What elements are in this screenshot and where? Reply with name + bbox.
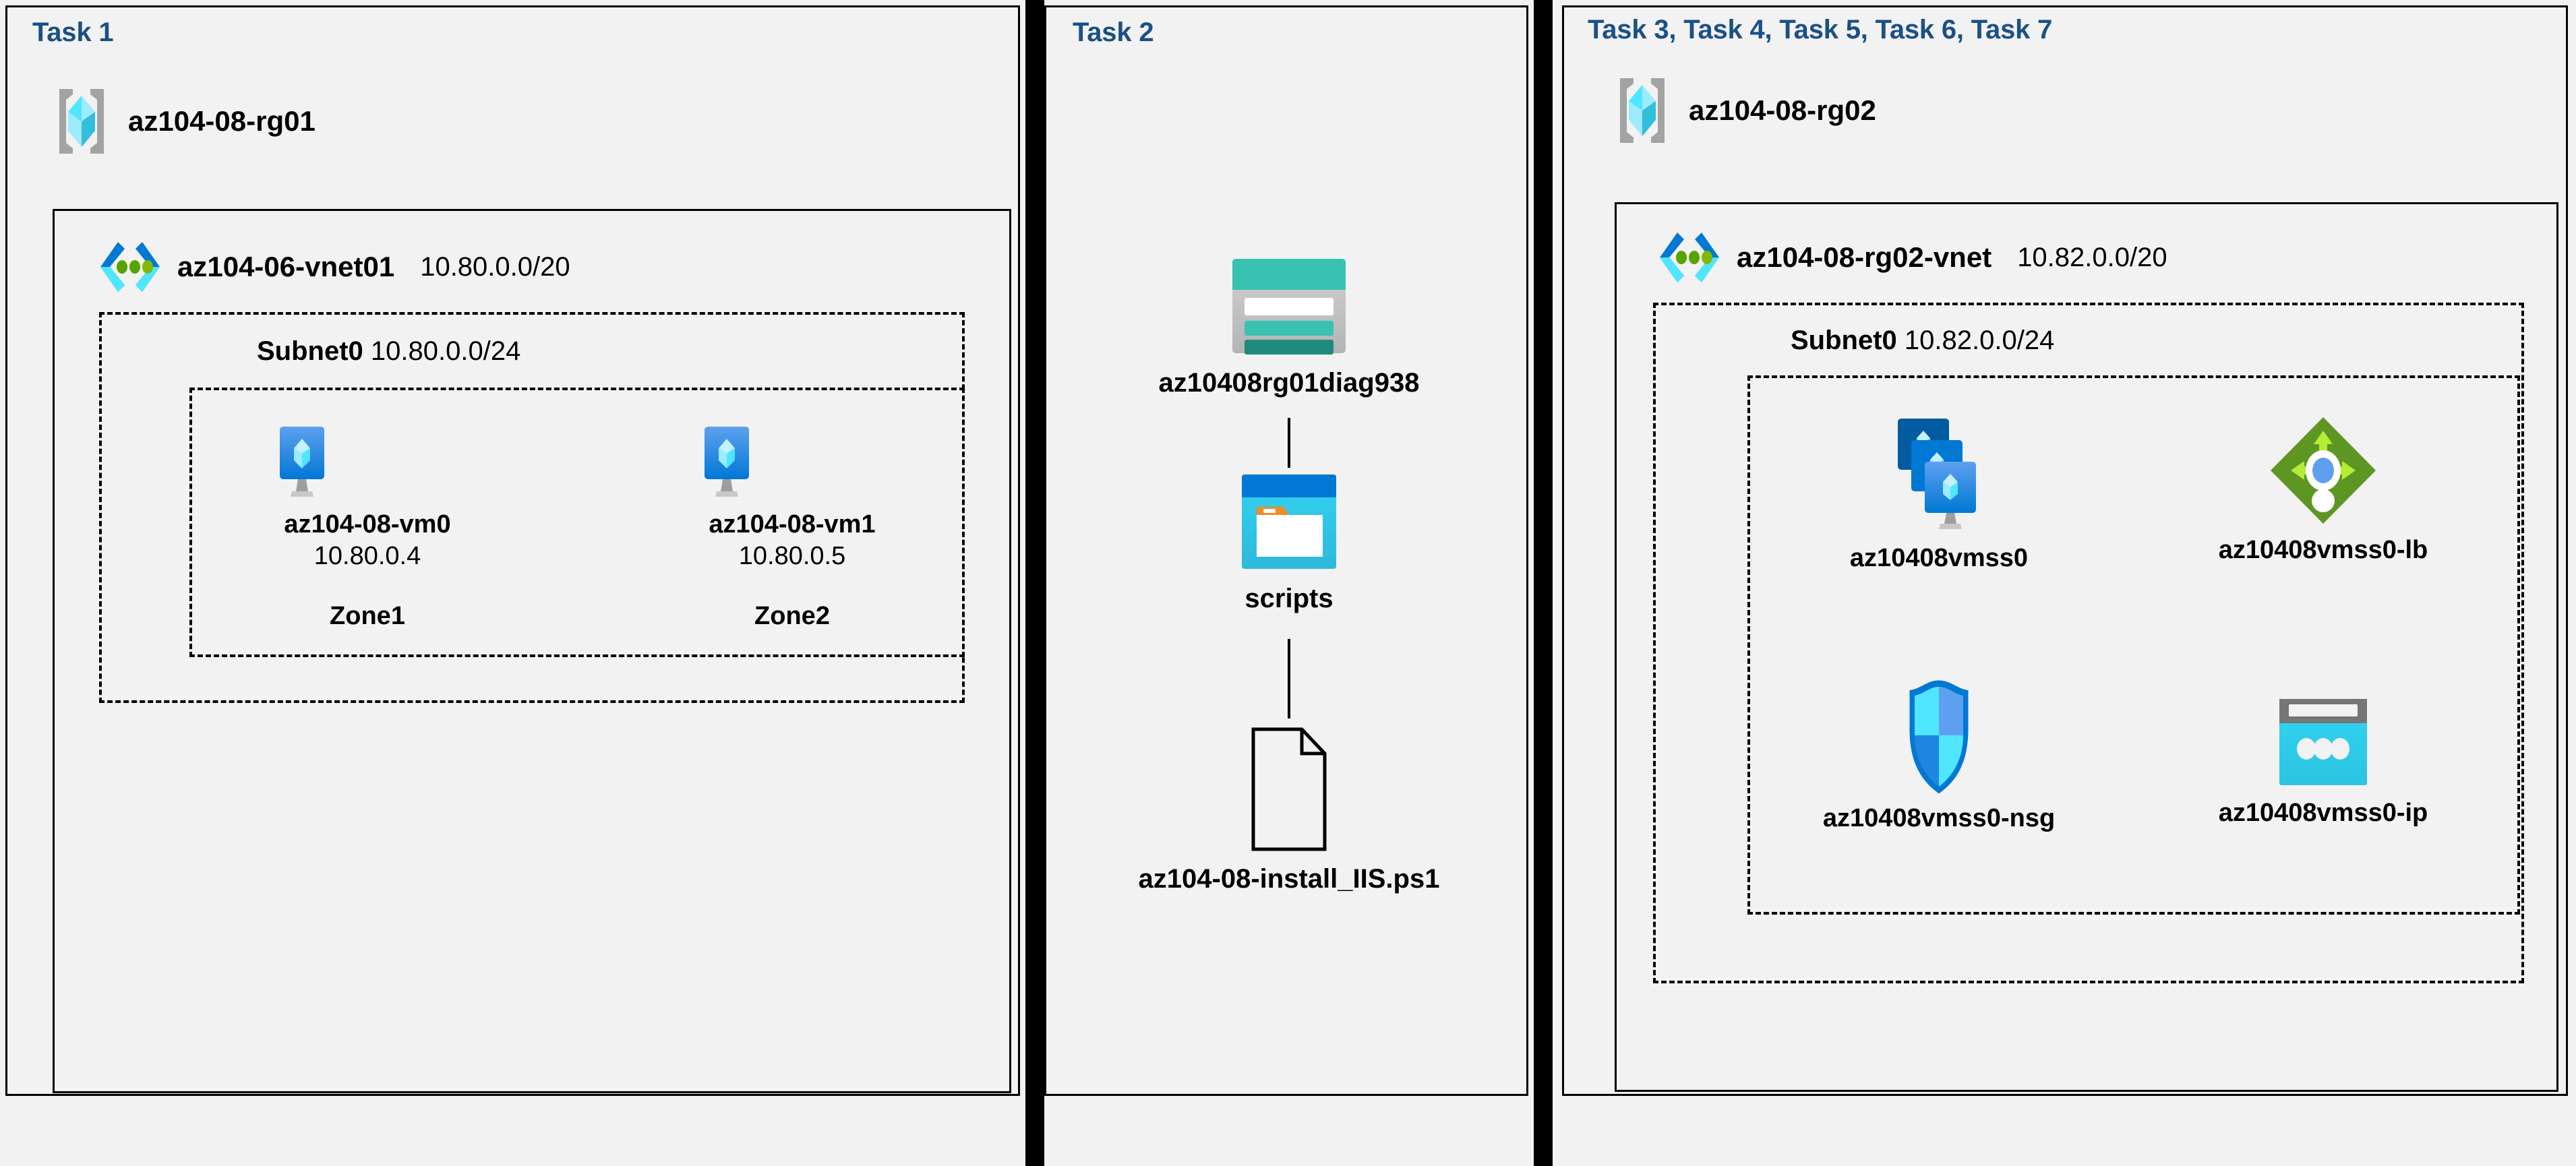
task1-vnet-box: az104-06-vnet01 10.80.0.0/20 Subnet0 10.…	[53, 209, 1011, 1093]
task2-storage-account[interactable]: az10408rg01diag938	[1044, 256, 1534, 398]
column-task3: Task 3, Task 4, Task 5, Task 6, Task 7 a…	[1553, 0, 2576, 1166]
column-divider-2	[1534, 0, 1553, 1166]
task2-blob-container-name: scripts	[1245, 584, 1334, 613]
task1-resource-group[interactable]: az104-08-rg01	[53, 86, 316, 156]
task1-vm-group-box: az104-08-vm0 10.80.0.4 Zone1	[189, 388, 965, 657]
task3-vnet-cidr: 10.82.0.0/20	[2017, 242, 2167, 272]
task1-vm-0-ip: 10.80.0.4	[313, 542, 421, 570]
task2-blob-container[interactable]: scripts	[1044, 472, 1534, 614]
task2-storage-account-name: az10408rg01diag938	[1158, 368, 1420, 398]
task1-vm-1-ip: 10.80.0.5	[738, 542, 846, 570]
task3-resource-group-box: az10408vmss0	[1747, 375, 2520, 915]
task3-network-security-group[interactable]: az10408vmss0-nsg	[1784, 679, 2094, 833]
resource-group-icon	[53, 86, 111, 156]
column-divider-1	[1025, 0, 1044, 1166]
virtual-network-icon	[1657, 228, 1722, 286]
task3-public-ip[interactable]: az10408vmss0-ip	[2175, 695, 2472, 828]
virtual-machine-icon	[691, 421, 893, 501]
task1-vm-1-zone: Zone2	[754, 602, 830, 630]
virtual-network-icon	[98, 238, 162, 296]
blob-container-icon	[1044, 472, 1534, 572]
task2-script-file-name: az104-08-install_IIS.ps1	[1138, 864, 1440, 894]
task3-subnet-header: Subnet0 10.82.0.0/24	[1791, 326, 2054, 356]
task1-vm-0[interactable]: az104-08-vm0 10.80.0.4 Zone1	[266, 421, 469, 631]
task1-vm-0-name: az104-08-vm0	[284, 510, 451, 539]
virtual-machine-icon	[266, 421, 469, 501]
task3-network-security-group-name: az10408vmss0-nsg	[1822, 804, 2056, 832]
task2-connector-storage-to-container	[1288, 418, 1290, 468]
task3-vnet-box: az104-08-rg02-vnet 10.82.0.0/20 Subnet0 …	[1615, 202, 2558, 1092]
task1-subnet-name: Subnet0	[257, 336, 363, 366]
task3-resource-group[interactable]: az104-08-rg02	[1613, 75, 1876, 146]
column-task1: Task 1 az104-08-rg01	[0, 0, 1025, 1166]
vm-scale-set-icon	[1797, 415, 2080, 534]
resource-group-icon	[1613, 75, 1671, 146]
task3-public-ip-name: az10408vmss0-ip	[2218, 799, 2428, 827]
task3-vnet-header[interactable]: az104-08-rg02-vnet 10.82.0.0/20	[1657, 228, 2167, 286]
task3-title: Task 3, Task 4, Task 5, Task 6, Task 7	[1588, 15, 2053, 44]
task3-vnet-name: az104-08-rg02-vnet	[1737, 241, 1992, 273]
task1-vm-0-zone: Zone1	[330, 602, 405, 630]
task1-vm-1[interactable]: az104-08-vm1 10.80.0.5 Zone2	[691, 421, 893, 631]
task3-load-balancer-name: az10408vmss0-lb	[2218, 536, 2428, 564]
task1-subnet-box: Subnet0 10.80.0.0/24	[99, 312, 965, 703]
column-task2: Task 2 az10408rg01diag938	[1044, 0, 1534, 1166]
task1-vnet-cidr: 10.80.0.0/20	[420, 251, 570, 282]
task1-subnet-header: Subnet0 10.80.0.0/24	[257, 336, 520, 367]
task3-subnet-cidr: 10.82.0.0/24	[1904, 326, 2055, 355]
task2-title: Task 2	[1073, 18, 1154, 47]
task1-title: Task 1	[32, 18, 114, 47]
load-balancer-icon	[2168, 415, 2478, 526]
task3-subnet-box: Subnet0 10.82.0.0/24	[1653, 303, 2524, 983]
task1-subnet-cidr: 10.80.0.0/24	[370, 336, 521, 366]
task1-vnet-name: az104-06-vnet01	[177, 251, 395, 282]
task3-subnet-name: Subnet0	[1791, 326, 1897, 355]
task3-vm-scale-set-name: az10408vmss0	[1849, 544, 2029, 572]
task3-resource-group-name: az104-08-rg02	[1689, 94, 1876, 126]
task2-connector-container-to-file	[1288, 639, 1290, 718]
task1-vnet-header[interactable]: az104-06-vnet01 10.80.0.0/20	[98, 238, 570, 296]
file-icon	[1044, 727, 1534, 852]
network-security-group-icon	[1784, 679, 2094, 795]
public-ip-address-icon	[2175, 695, 2472, 789]
task1-resource-group-name: az104-08-rg01	[128, 105, 316, 137]
task2-script-file[interactable]: az104-08-install_IIS.ps1	[1044, 727, 1534, 894]
task3-load-balancer[interactable]: az10408vmss0-lb	[2168, 415, 2478, 565]
storage-account-icon	[1044, 256, 1534, 356]
task1-vm-1-name: az104-08-vm1	[709, 510, 876, 539]
task3-vm-scale-set[interactable]: az10408vmss0	[1797, 415, 2080, 573]
